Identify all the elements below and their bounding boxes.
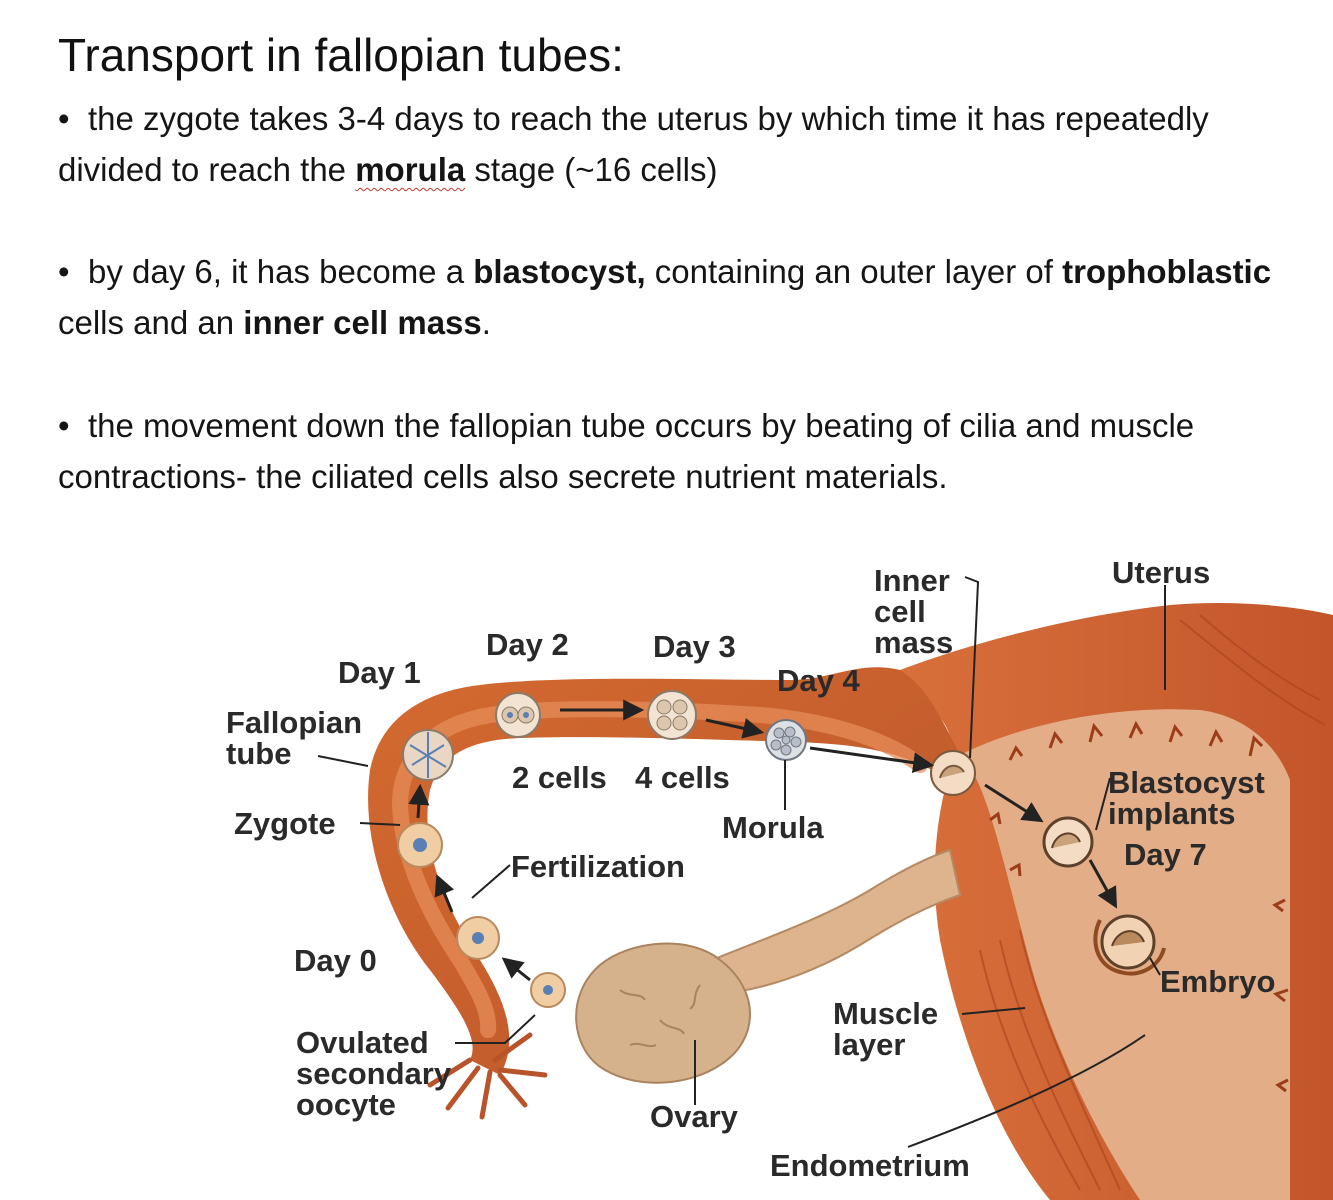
diagram-illustration <box>317 576 1333 1200</box>
bullet-text: the movement down the fallopian tube occ… <box>58 407 1195 495</box>
tube-lumen <box>391 701 928 1038</box>
fallopian-tube <box>368 667 960 1075</box>
bullet-blastocyst: • by day 6, it has become a blastocyst, c… <box>58 246 1278 348</box>
zygote-cell <box>397 822 443 868</box>
label-uterus: Uterus <box>1112 555 1211 590</box>
ovary-texture <box>619 984 701 1048</box>
bullet-text: . <box>481 304 491 341</box>
fallopian-tube-diagram: Day 1 Day 2 Day 3 Day 4 Fallopian tube Z… <box>0 520 1333 1200</box>
leader-lines <box>317 576 1166 1148</box>
label-fallopian-tube: Fallopian tube <box>226 705 363 771</box>
slide-title: Transport in fallopian tubes: <box>58 29 624 81</box>
label-day-7: Day 7 <box>1124 837 1207 872</box>
label-embryo: Embryo <box>1160 964 1276 999</box>
label-4-cells: 4 cells <box>635 760 730 795</box>
embryo-implanted <box>1093 914 1166 976</box>
label-morula: Morula <box>722 810 824 845</box>
implanting-blastocyst <box>1042 816 1094 868</box>
term-blastocyst: blastocyst, <box>473 253 646 290</box>
bullet-dot: • <box>58 407 70 444</box>
term-morula: morula <box>355 151 466 188</box>
blastocyst-cell <box>930 750 976 796</box>
label-day-4: Day 4 <box>777 663 860 698</box>
ovary-shape <box>575 942 751 1084</box>
term-inner-cell-mass: inner cell mass <box>243 304 482 341</box>
bullet-dot: • <box>58 253 70 290</box>
label-day-1: Day 1 <box>338 655 421 690</box>
label-day-0: Day 0 <box>294 943 377 978</box>
label-blastocyst-implants: Blastocyst implants <box>1108 765 1265 831</box>
bullet-dot: • <box>58 100 70 137</box>
label-day-3: Day 3 <box>653 629 736 664</box>
label-day-2: Day 2 <box>486 627 569 662</box>
label-ovulated-oocyte: Ovulated secondary oocyte <box>296 1025 452 1122</box>
label-inner-cell-mass: Inner cell mass <box>874 563 954 660</box>
endometrial-glands <box>989 720 1289 1093</box>
four-cell-stage <box>647 690 697 740</box>
bullet-text: stage (~16 cells) <box>465 151 718 188</box>
morula-cell <box>765 719 807 761</box>
term-trophoblastic: trophoblastic <box>1062 253 1272 290</box>
two-cell-stage <box>495 692 541 738</box>
label-fertilization: Fertilization <box>511 849 685 884</box>
bullet-text: by day 6, it has become a <box>88 253 474 290</box>
bullet-zygote-transport: •the zygote takes 3-4 days to reach the … <box>58 93 1278 195</box>
dividing-zygote <box>402 729 454 781</box>
label-zygote: Zygote <box>234 806 336 841</box>
fimbriae <box>427 1032 548 1120</box>
oocyte-day0 <box>530 972 566 1008</box>
label-muscle-layer: Muscle layer <box>833 996 939 1062</box>
muscle-striations <box>979 614 1326 1191</box>
bullet-movement: •the movement down the fallopian tube oc… <box>58 400 1318 502</box>
fertilized-egg <box>456 916 500 960</box>
bullet-text: containing an outer layer of <box>645 253 1063 290</box>
movement-arrows <box>408 699 1118 982</box>
label-2-cells: 2 cells <box>512 760 607 795</box>
ovarian-ligament <box>698 848 962 997</box>
bullet-text: the zygote takes 3-4 days to reach the u… <box>58 100 1209 188</box>
label-endometrium: Endometrium <box>770 1148 970 1183</box>
label-ovary: Ovary <box>650 1099 738 1134</box>
bullet-text: cells and an <box>58 304 244 341</box>
